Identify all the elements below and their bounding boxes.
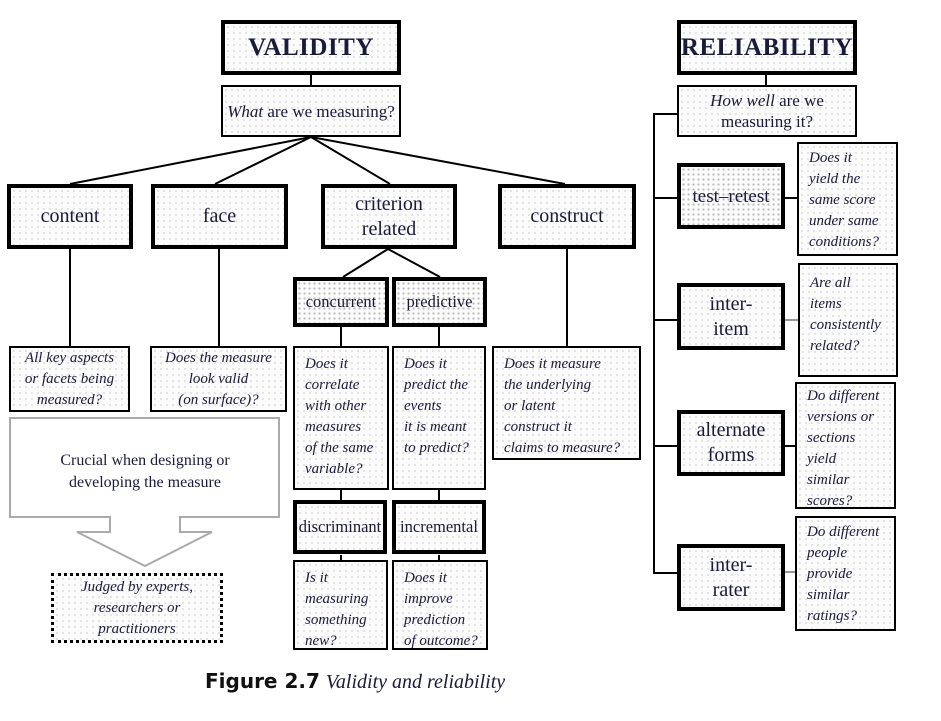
inter-item-question: Are all items consistently related? — [798, 263, 898, 377]
inter-item-box: inter- item — [677, 283, 785, 350]
construct-question: Does it measure the underlying or latent… — [492, 346, 641, 460]
validity-question: What are we measuring? — [221, 85, 401, 137]
figure-number: Figure 2.7 — [205, 669, 320, 693]
reliability-question-emph: How well — [710, 91, 775, 110]
discriminant-question: Is it measuring something new? — [293, 560, 388, 650]
concurrent-box: concurrent — [293, 277, 389, 327]
design-note: Crucial when designing or developing the… — [60, 452, 230, 491]
reliability-question-rest: are we measuring it? — [720, 91, 824, 131]
reliability-question: How well are we measuring it? — [677, 85, 857, 137]
construct-box: construct — [498, 184, 636, 249]
concurrent-question: Does it correlate with other measures of… — [293, 346, 389, 490]
predictive-question: Does it predict the events it is meant t… — [392, 346, 486, 490]
discriminant-box: discriminant — [293, 500, 387, 554]
face-box: face — [151, 184, 288, 249]
content-question: All key aspects or facets being measured… — [9, 346, 130, 412]
judged-by-experts-box: Judged by experts, researchers or practi… — [51, 573, 223, 643]
validity-question-emph: What — [227, 101, 264, 121]
reliability-title: RELIABILITY — [677, 20, 857, 75]
inter-rater-question: Do different people provide similar rati… — [795, 516, 896, 631]
predictive-box: predictive — [392, 277, 487, 327]
validity-question-rest: are we measuring? — [263, 101, 395, 121]
alternate-forms-box: alternate forms — [677, 410, 785, 476]
alternate-forms-question: Do different versions or sections yield … — [795, 382, 896, 509]
test-retest-box: test–retest — [677, 163, 785, 229]
incremental-question: Does it improve prediction of outcome? — [392, 560, 488, 650]
inter-rater-box: inter- rater — [677, 544, 785, 611]
content-box: content — [7, 184, 133, 249]
figure-title: Validity and reliability — [325, 671, 506, 693]
face-question: Does the measure look valid (on surface)… — [150, 346, 287, 412]
test-retest-question: Does it yield the same score under same … — [797, 142, 898, 256]
criterion-related-box: criterion related — [321, 184, 457, 249]
incremental-box: incremental — [392, 500, 486, 554]
validity-title: VALIDITY — [221, 20, 401, 75]
